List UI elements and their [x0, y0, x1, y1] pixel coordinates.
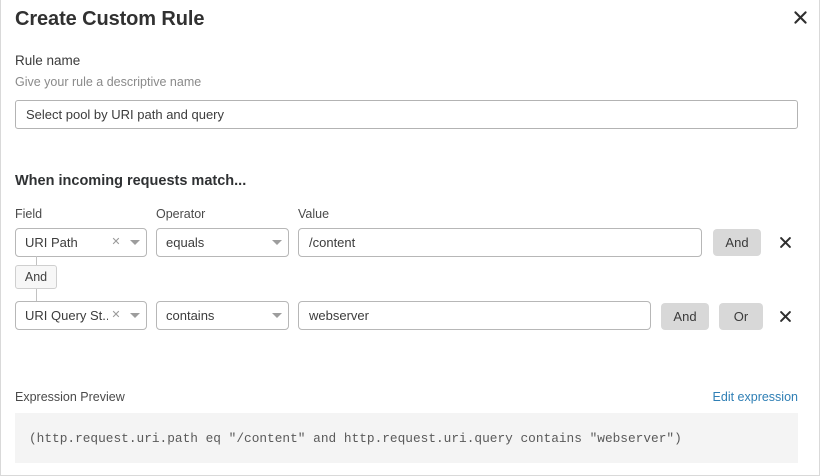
close-icon	[779, 237, 791, 248]
close-icon	[793, 10, 807, 24]
operator-select-value: contains	[166, 308, 215, 323]
chevron-down-icon[interactable]	[124, 313, 146, 318]
operator-select-value: equals	[166, 235, 205, 250]
field-select[interactable]: URI Query St... ✕	[15, 301, 147, 330]
value-input[interactable]	[298, 301, 651, 330]
clear-icon[interactable]: ✕	[111, 309, 121, 321]
chevron-down-icon[interactable]	[266, 240, 288, 245]
chevron-down-icon[interactable]	[124, 240, 146, 245]
field-select-value: URI Path	[25, 235, 78, 250]
add-or-condition-button[interactable]: Or	[719, 303, 763, 330]
operator-select[interactable]: contains	[156, 301, 289, 330]
operator-select[interactable]: equals	[156, 228, 289, 257]
close-dialog-button[interactable]	[787, 4, 813, 30]
expression-preview-label: Expression Preview	[15, 390, 125, 404]
match-section-heading: When incoming requests match...	[15, 173, 247, 189]
column-header-operator: Operator	[156, 207, 206, 221]
condition-row: URI Query St... ✕ contains And Or	[1, 301, 819, 331]
column-header-field: Field	[15, 207, 43, 221]
condition-row: URI Path ✕ equals And	[1, 228, 819, 258]
add-and-condition-button[interactable]: And	[661, 303, 709, 330]
condition-connector: And	[15, 256, 59, 302]
rule-name-input[interactable]	[15, 100, 798, 129]
connector-and-chip[interactable]: And	[15, 265, 57, 289]
chevron-down-icon[interactable]	[266, 313, 288, 318]
remove-condition-button[interactable]	[775, 302, 795, 331]
rule-name-hint: Give your rule a descriptive name	[15, 75, 202, 89]
remove-condition-button[interactable]	[775, 228, 795, 257]
edit-expression-link[interactable]: Edit expression	[712, 390, 798, 404]
page-title: Create Custom Rule	[15, 8, 205, 30]
rule-name-label: Rule name	[15, 53, 81, 68]
expression-preview-box: (http.request.uri.path eq "/content" and…	[15, 413, 798, 463]
add-and-condition-button[interactable]: And	[713, 229, 761, 256]
close-icon	[779, 311, 791, 322]
column-header-value: Value	[298, 207, 330, 221]
field-select-value: URI Query St...	[25, 308, 108, 323]
expression-preview-code: (http.request.uri.path eq "/content" and…	[29, 430, 682, 446]
clear-icon[interactable]: ✕	[111, 236, 121, 248]
value-input[interactable]	[298, 228, 702, 257]
field-select[interactable]: URI Path ✕	[15, 228, 147, 257]
